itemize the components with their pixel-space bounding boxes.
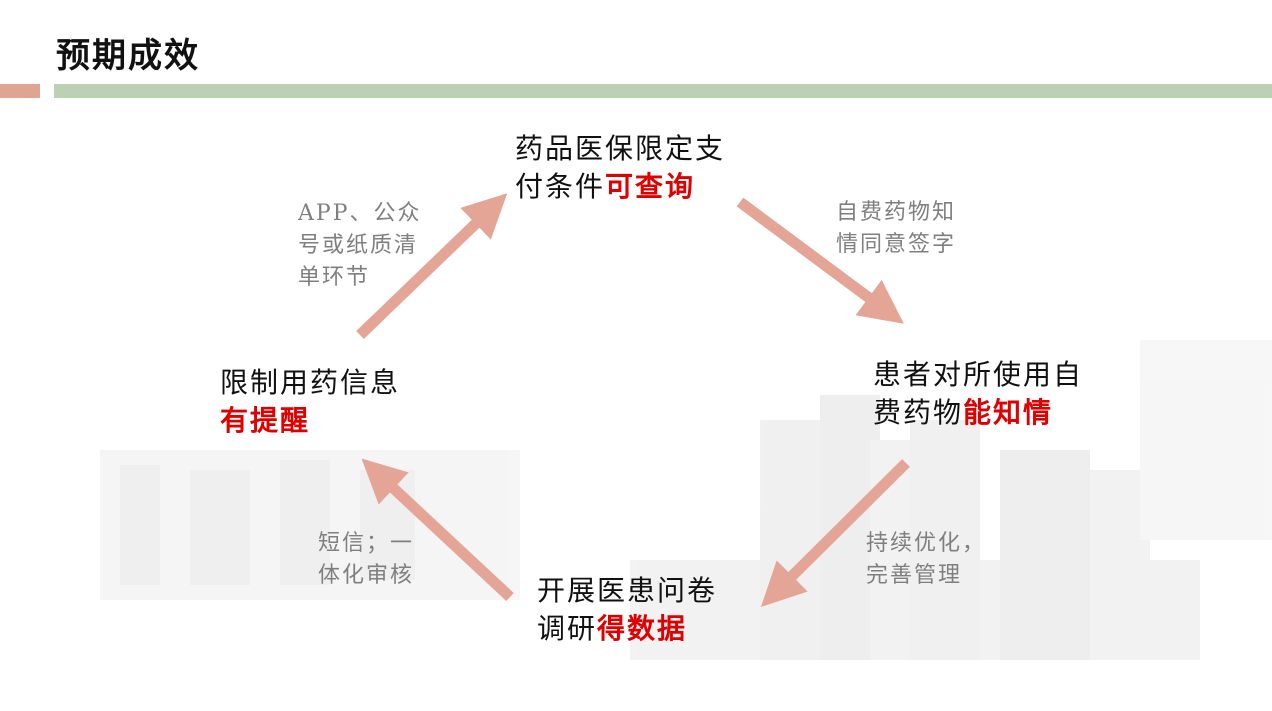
node-bottom-line2: 调研得数据 — [537, 610, 717, 648]
note-bottom-left-line1: 短信；一 — [318, 531, 415, 556]
node-right-line1: 患者对所使用自 — [873, 358, 1084, 391]
node-bottom-line1: 开展医患问卷 — [537, 574, 718, 607]
note-bottom-right-line1: 持续优化， — [866, 531, 987, 556]
node-bottom-plain: 调研 — [537, 612, 598, 645]
note-bottom-left-line2: 体化审核 — [318, 563, 415, 588]
node-left-line2: 有提醒 — [220, 402, 400, 440]
note-bottom-right-line2: 完善管理 — [866, 563, 963, 588]
arrow-bottom-to-left — [361, 458, 514, 602]
accent-bar-left — [0, 84, 40, 98]
note-bottom-right: 持续优化， 完善管理 — [866, 528, 986, 592]
note-bottom-left: 短信；一 体化审核 — [318, 528, 414, 592]
node-bottom-highlight: 得数据 — [597, 612, 688, 645]
note-top-left-line2: 号或纸质清 — [298, 233, 419, 258]
node-top-plain: 付条件 — [515, 170, 606, 203]
node-bottom: 开展医患问卷 调研得数据 — [537, 572, 717, 648]
city-skyline-watermark — [630, 340, 1272, 660]
note-top-right-line2: 情同意签字 — [836, 232, 957, 257]
node-top-highlight: 可查询 — [605, 170, 696, 203]
note-top-left: APP、公众 号或纸质清 单环节 — [298, 198, 422, 294]
note-top-right: 自费药物知 情同意签字 — [836, 197, 956, 261]
calligraphy-watermark — [100, 450, 520, 600]
node-left-highlight: 有提醒 — [220, 404, 311, 437]
page-title: 预期成效 — [56, 36, 200, 76]
node-top-line1: 药品医保限定支 — [515, 132, 726, 165]
arrow-top-to-right — [736, 197, 904, 324]
node-top-line2: 付条件可查询 — [515, 168, 725, 206]
note-top-right-line1: 自费药物知 — [836, 200, 957, 225]
accent-bar-right — [54, 84, 1272, 98]
node-top: 药品医保限定支 付条件可查询 — [515, 130, 725, 206]
node-right-plain: 费药物 — [873, 396, 964, 429]
note-top-left-line3: 单环节 — [298, 265, 371, 290]
arrow-right-to-bottom — [760, 459, 910, 607]
note-top-left-line1: APP、公众 — [298, 201, 422, 226]
node-left: 限制用药信息 有提醒 — [220, 364, 400, 440]
node-right-line2: 费药物能知情 — [873, 394, 1083, 432]
node-right: 患者对所使用自 费药物能知情 — [873, 356, 1083, 432]
arrow-left-to-top — [356, 193, 508, 339]
node-right-highlight: 能知情 — [963, 396, 1054, 429]
node-left-line1: 限制用药信息 — [220, 366, 401, 399]
